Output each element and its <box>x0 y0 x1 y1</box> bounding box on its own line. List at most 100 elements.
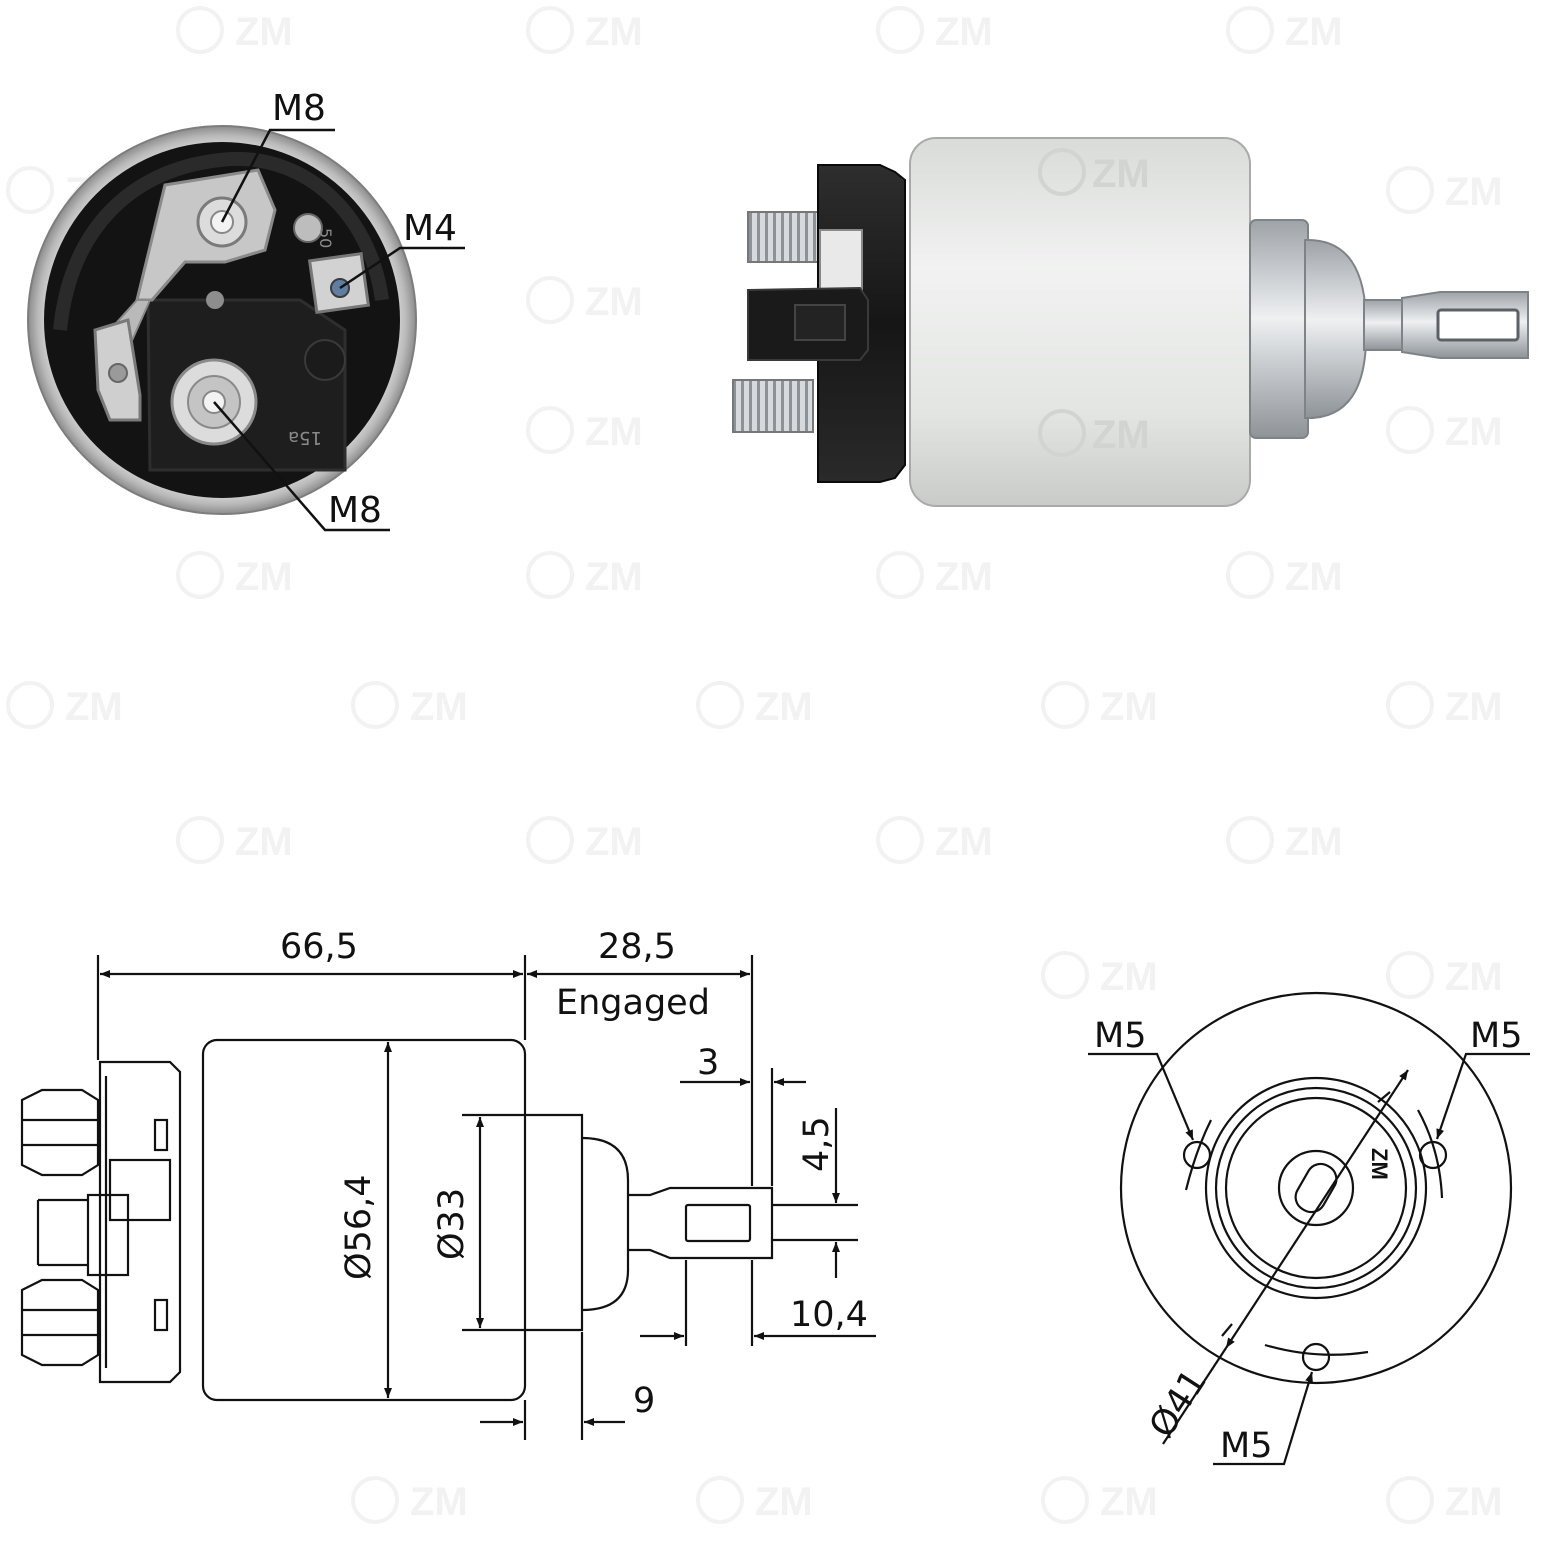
svg-text:ZM: ZM <box>1445 410 1503 454</box>
cap-boss <box>304 339 346 381</box>
svg-text:ZM: ZM <box>585 10 643 54</box>
side-nose <box>1249 219 1309 439</box>
dim-fork-slot: 4,5 <box>797 1116 837 1172</box>
callout-leader <box>220 128 335 223</box>
leader-m5-top-left <box>1088 1052 1195 1141</box>
rivet <box>206 291 224 309</box>
drawing-plunger-guide <box>581 1136 630 1312</box>
zm-watermark: ZM <box>696 1476 813 1524</box>
svg-text:ZM: ZM <box>1100 1480 1158 1524</box>
extension-line <box>523 1332 584 1440</box>
zm-watermark: ZM <box>1386 166 1503 214</box>
nose-face <box>1224 1096 1408 1280</box>
zm-watermark: ZM <box>1226 6 1343 54</box>
plunger-boss <box>1277 1149 1355 1227</box>
drawing-flange-end <box>1088 991 1530 1466</box>
zm-watermark: ZM <box>1041 681 1158 729</box>
side-terminal-clip <box>819 229 863 291</box>
drawing-nut-top <box>20 1088 100 1177</box>
side-connector-slot <box>794 304 846 341</box>
tab-rivet <box>108 363 128 383</box>
svg-text:ZM: ZM <box>1092 152 1150 196</box>
extension-line <box>462 1113 525 1332</box>
zm-watermark: ZM <box>1386 1476 1503 1524</box>
zm-watermark: ZM <box>526 551 643 599</box>
dim-housing-diameter: Ø56,4 <box>339 1175 379 1280</box>
thread-stud-bottom <box>732 379 814 433</box>
housing-logo: ZM ZM <box>1038 148 1150 457</box>
callout-m8-bottom: M8 <box>328 490 382 531</box>
zm-watermark: ZM <box>1386 951 1503 999</box>
zm-watermark: ZM <box>1226 551 1343 599</box>
svg-text:ZM: ZM <box>235 555 293 599</box>
svg-text:ZM: ZM <box>1100 955 1158 999</box>
hole-label-top-right: M5 <box>1470 1016 1522 1056</box>
mount-hole-top-left <box>1182 1140 1212 1170</box>
cap-mark-50: 50 <box>316 228 335 248</box>
hole-label-top-left: M5 <box>1094 1016 1146 1056</box>
zm-watermark: ZM <box>176 6 293 54</box>
dim-line-bolt-circle <box>1225 1069 1409 1349</box>
zm-watermark: ZM <box>1386 681 1503 729</box>
svg-text:ZM: ZM <box>1445 685 1503 729</box>
extension-line <box>772 1203 858 1242</box>
dim-fork-offset: 3 <box>697 1043 719 1083</box>
zm-watermark: ZM <box>526 276 643 324</box>
zm-watermark: ZM <box>351 681 468 729</box>
svg-text:ZM: ZM <box>410 1480 468 1524</box>
zm-watermark: ZM <box>696 681 813 729</box>
svg-text:ZM: ZM <box>1100 685 1158 729</box>
drawing-cap-detail <box>153 1118 169 1152</box>
zm-watermark: ZM <box>526 6 643 54</box>
flange-labels: M5 M5 M5 Ø41 ZM <box>1094 1016 1522 1466</box>
svg-text:ZM: ZM <box>65 685 123 729</box>
drawing-connector <box>108 1158 172 1222</box>
svg-text:ZM: ZM <box>755 685 813 729</box>
photo-side-view: ZM ZM <box>732 137 1529 507</box>
zm-watermark: ZM <box>1041 1476 1158 1524</box>
drawing-plunger-fork <box>628 1186 774 1260</box>
drawing-nut-bottom <box>20 1278 100 1367</box>
svg-text:ZM: ZM <box>585 555 643 599</box>
svg-text:ZM: ZM <box>1285 555 1343 599</box>
svg-text:ZM: ZM <box>1445 955 1503 999</box>
svg-text:ZM: ZM <box>235 10 293 54</box>
svg-text:ZM: ZM <box>935 820 993 864</box>
bolt-circle-arc <box>1417 1109 1444 1199</box>
plunger-slot <box>1294 1162 1338 1214</box>
drawing-connector-lead <box>36 1198 88 1267</box>
callout-leader <box>213 401 390 532</box>
svg-text:ZM: ZM <box>585 820 643 864</box>
dim-bolt-circle: Ø41 <box>1142 1363 1215 1445</box>
dim-fork-length: 10,4 <box>790 1295 868 1335</box>
cap-shadow <box>53 151 389 331</box>
drawing-cap-detail <box>153 1298 169 1332</box>
zm-watermark: ZM <box>876 551 993 599</box>
svg-text:ZM: ZM <box>410 685 468 729</box>
svg-text:ZM: ZM <box>1445 170 1503 214</box>
extension-line <box>684 1260 754 1346</box>
extension-lines <box>96 955 754 1186</box>
svg-text:ZM: ZM <box>585 410 643 454</box>
watermark-layer: ZM ZM ZM ZM ZM ZM ZM ZM ZM ZM ZM ZM ZM Z… <box>6 6 1503 1524</box>
callout-leader <box>339 246 465 290</box>
drawing-nut-top-flats <box>22 1118 98 1147</box>
side-dimension-labels: 66,5 28,5 Engaged Ø56,4 Ø33 3 4,5 10,4 9 <box>280 927 868 1421</box>
svg-text:ZM: ZM <box>1285 10 1343 54</box>
svg-text:ZM: ZM <box>755 1480 813 1524</box>
zm-watermark: ZM <box>176 816 293 864</box>
drawing-terminal-cap <box>98 1060 182 1384</box>
side-plunger-rod <box>1363 299 1405 351</box>
mount-hole-bottom <box>1301 1342 1331 1372</box>
thread-stud-top <box>747 211 819 263</box>
zm-watermark: ZM <box>526 406 643 454</box>
side-housing <box>909 137 1251 507</box>
zm-watermark: ZM <box>6 681 123 729</box>
zm-watermark: ZM <box>1386 406 1503 454</box>
dim-nose-diameter: Ø33 <box>432 1188 472 1260</box>
cap-mark-15a: 15a <box>288 427 322 448</box>
svg-text:ZM: ZM <box>1285 820 1343 864</box>
dim-line-bolt-circle-leader <box>1162 1347 1227 1445</box>
zm-watermark: ZM <box>1041 951 1158 999</box>
flange-outline <box>1119 991 1513 1385</box>
